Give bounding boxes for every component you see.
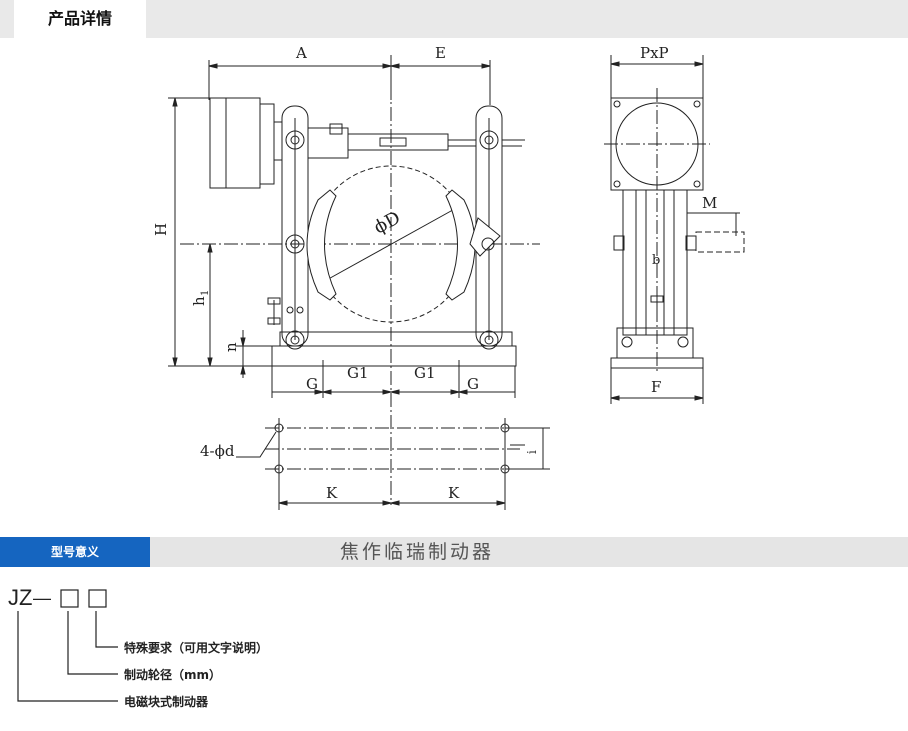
dim-label-hole: 4-ϕd [200,442,235,460]
dim-label-f: F [651,378,661,396]
model-code-dash: — [33,588,51,608]
dim-label-pxp: PxP [640,44,669,62]
model-desc-type: 电磁块式制动器 [124,694,209,709]
dim-label-a: A [295,44,307,62]
tab-bar: 产品详情 [0,0,908,38]
technical-drawing: A E PxP H h 1 n ϕD M b G G1 G1 G F 4-ϕd … [152,44,745,510]
dim-label-h: H [152,223,170,236]
tab-product-details[interactable]: 产品详情 [14,0,146,38]
model-code-prefix: JZ [8,585,32,610]
tab-model-meaning[interactable]: 型号意义 [0,537,150,567]
dim-label-d: ϕD [370,207,403,238]
dim-label-g1-right: G1 [414,364,436,382]
dim-label-m: M [702,194,717,212]
dim-label-h1: h [190,296,208,306]
model-desc-special: 特殊要求（可用文字说明） [124,640,268,655]
model-box-special [88,589,107,608]
dim-label-g1-left: G1 [347,364,369,382]
dim-label-k-left: K [326,484,338,502]
dim-label-h1-sub: 1 [200,290,211,296]
dim-label-k-right: K [448,484,460,502]
dim-label-g-left: G [306,375,318,393]
section-bar: 型号意义 焦作临瑞制动器 [0,537,908,567]
dim-label-g-right: G [467,375,479,393]
model-desc-wheel: 制动轮径（mm） [124,667,221,682]
dim-label-n: n [222,342,240,352]
dim-label-i: i [525,450,539,454]
dim-label-b: b [652,253,660,268]
dim-label-e: E [435,44,446,62]
model-box-wheel [60,589,79,608]
model-code-diagram: JZ — 特殊要求（可用文字说明） 制动轮径（mm） 电磁块式制动器 [8,585,268,709]
brand-watermark: 焦作临瑞制动器 [340,541,495,563]
